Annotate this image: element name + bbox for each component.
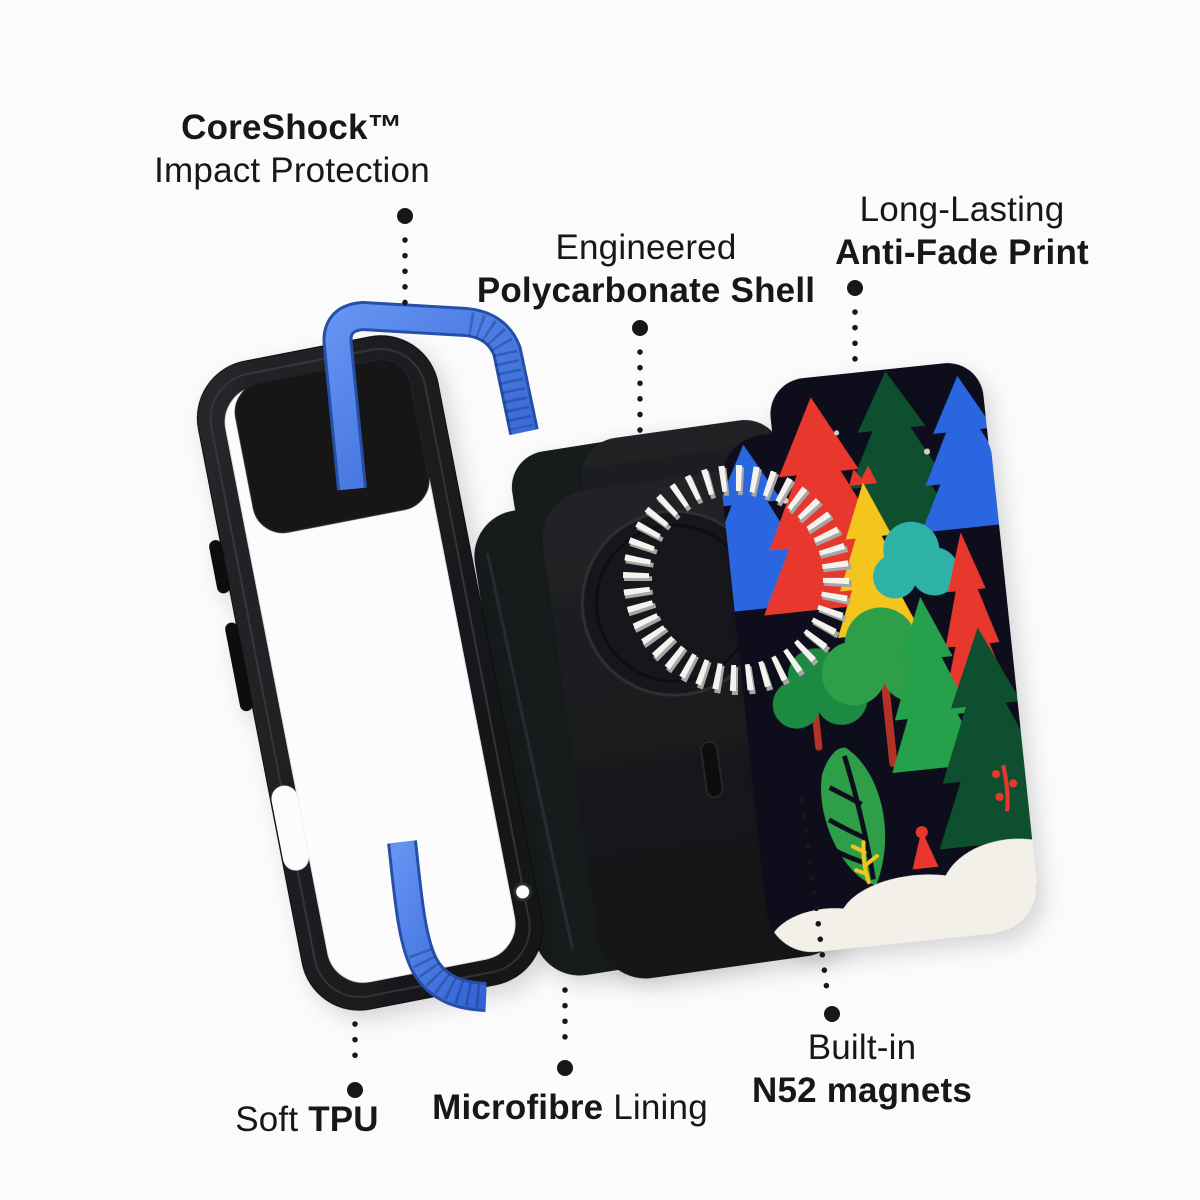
red-berry-sprig bbox=[992, 764, 1018, 812]
corner-bottom-ribs bbox=[408, 947, 485, 1008]
antifade-intro: Long-Lasting bbox=[859, 190, 1065, 229]
polycarbonate-title: Polycarbonate Shell bbox=[476, 271, 816, 311]
coreshock-subtitle: Impact Protection bbox=[154, 151, 430, 191]
corner-top-body bbox=[325, 304, 536, 491]
frame-side-button-short bbox=[209, 540, 230, 594]
coreshock-title: CoreShock™ bbox=[181, 108, 403, 147]
connector-tpu bbox=[347, 1021, 363, 1098]
microfibre-title: Microfibre bbox=[432, 1088, 604, 1127]
pine-yellow bbox=[838, 482, 920, 638]
label-tpu: Soft TPU bbox=[157, 1098, 457, 1141]
tpu-title: TPU bbox=[308, 1100, 379, 1139]
snow-mounds bbox=[769, 838, 1042, 957]
corner-bottom-body bbox=[390, 840, 487, 1009]
magnets-title: N52 magnets bbox=[751, 1071, 973, 1111]
label-coreshock: CoreShock™ Impact Protection bbox=[92, 106, 492, 193]
magsafe-magnet-ring bbox=[623, 465, 852, 695]
label-microfibre: Microfibre Lining bbox=[385, 1086, 755, 1129]
connector-coreshock bbox=[397, 208, 413, 321]
tpu-frame-layer bbox=[196, 335, 544, 1011]
connector-microfibre-dot bbox=[557, 1060, 573, 1076]
striped-leaf bbox=[821, 747, 886, 886]
connector-magnets-line bbox=[799, 797, 831, 1001]
tree-teal-blob bbox=[872, 521, 959, 599]
tpu-intro: Soft bbox=[235, 1100, 299, 1139]
frame-lanyard-cutout bbox=[271, 785, 309, 871]
trunk-center bbox=[880, 671, 898, 767]
connector-magnets-dot bbox=[824, 1006, 840, 1022]
pine-dark-green-notch bbox=[844, 371, 961, 539]
connector-antifade-dot bbox=[847, 280, 863, 296]
antifade-title: Anti-Fade Print bbox=[835, 233, 1089, 273]
frame-camera-block bbox=[234, 358, 430, 534]
connector-polycarbonate-dot bbox=[632, 320, 648, 336]
label-magnets: Built-in N52 magnets bbox=[712, 1026, 1012, 1113]
frame-port-hole bbox=[513, 882, 533, 902]
coreshock-corner-top bbox=[322, 301, 539, 491]
label-polycarbonate: Engineered Polycarbonate Shell bbox=[446, 226, 846, 313]
connector-polycarbonate bbox=[632, 320, 648, 439]
shell-alignment-slot bbox=[700, 740, 724, 799]
frame-side-button-long bbox=[225, 622, 253, 712]
red-gnome-figure bbox=[912, 826, 939, 870]
yellow-sprig bbox=[850, 840, 880, 885]
polycarbonate-intro: Engineered bbox=[555, 228, 737, 267]
connectors bbox=[347, 208, 863, 1098]
microfibre-suffix: Lining bbox=[613, 1088, 708, 1127]
connector-antifade bbox=[847, 280, 863, 375]
connector-coreshock-dot bbox=[397, 208, 413, 224]
crown-red bbox=[849, 465, 878, 486]
connector-tpu-dot bbox=[347, 1082, 363, 1098]
connector-magnets bbox=[799, 797, 840, 1022]
label-antifade: Long-Lasting Anti-Fade Print bbox=[760, 188, 1164, 275]
coreshock-corner-bottom bbox=[387, 840, 487, 1012]
ring-ticks bbox=[623, 465, 849, 691]
lining-edge-highlight bbox=[486, 552, 574, 950]
magnets-intro: Built-in bbox=[807, 1028, 917, 1067]
connector-microfibre bbox=[557, 987, 573, 1076]
